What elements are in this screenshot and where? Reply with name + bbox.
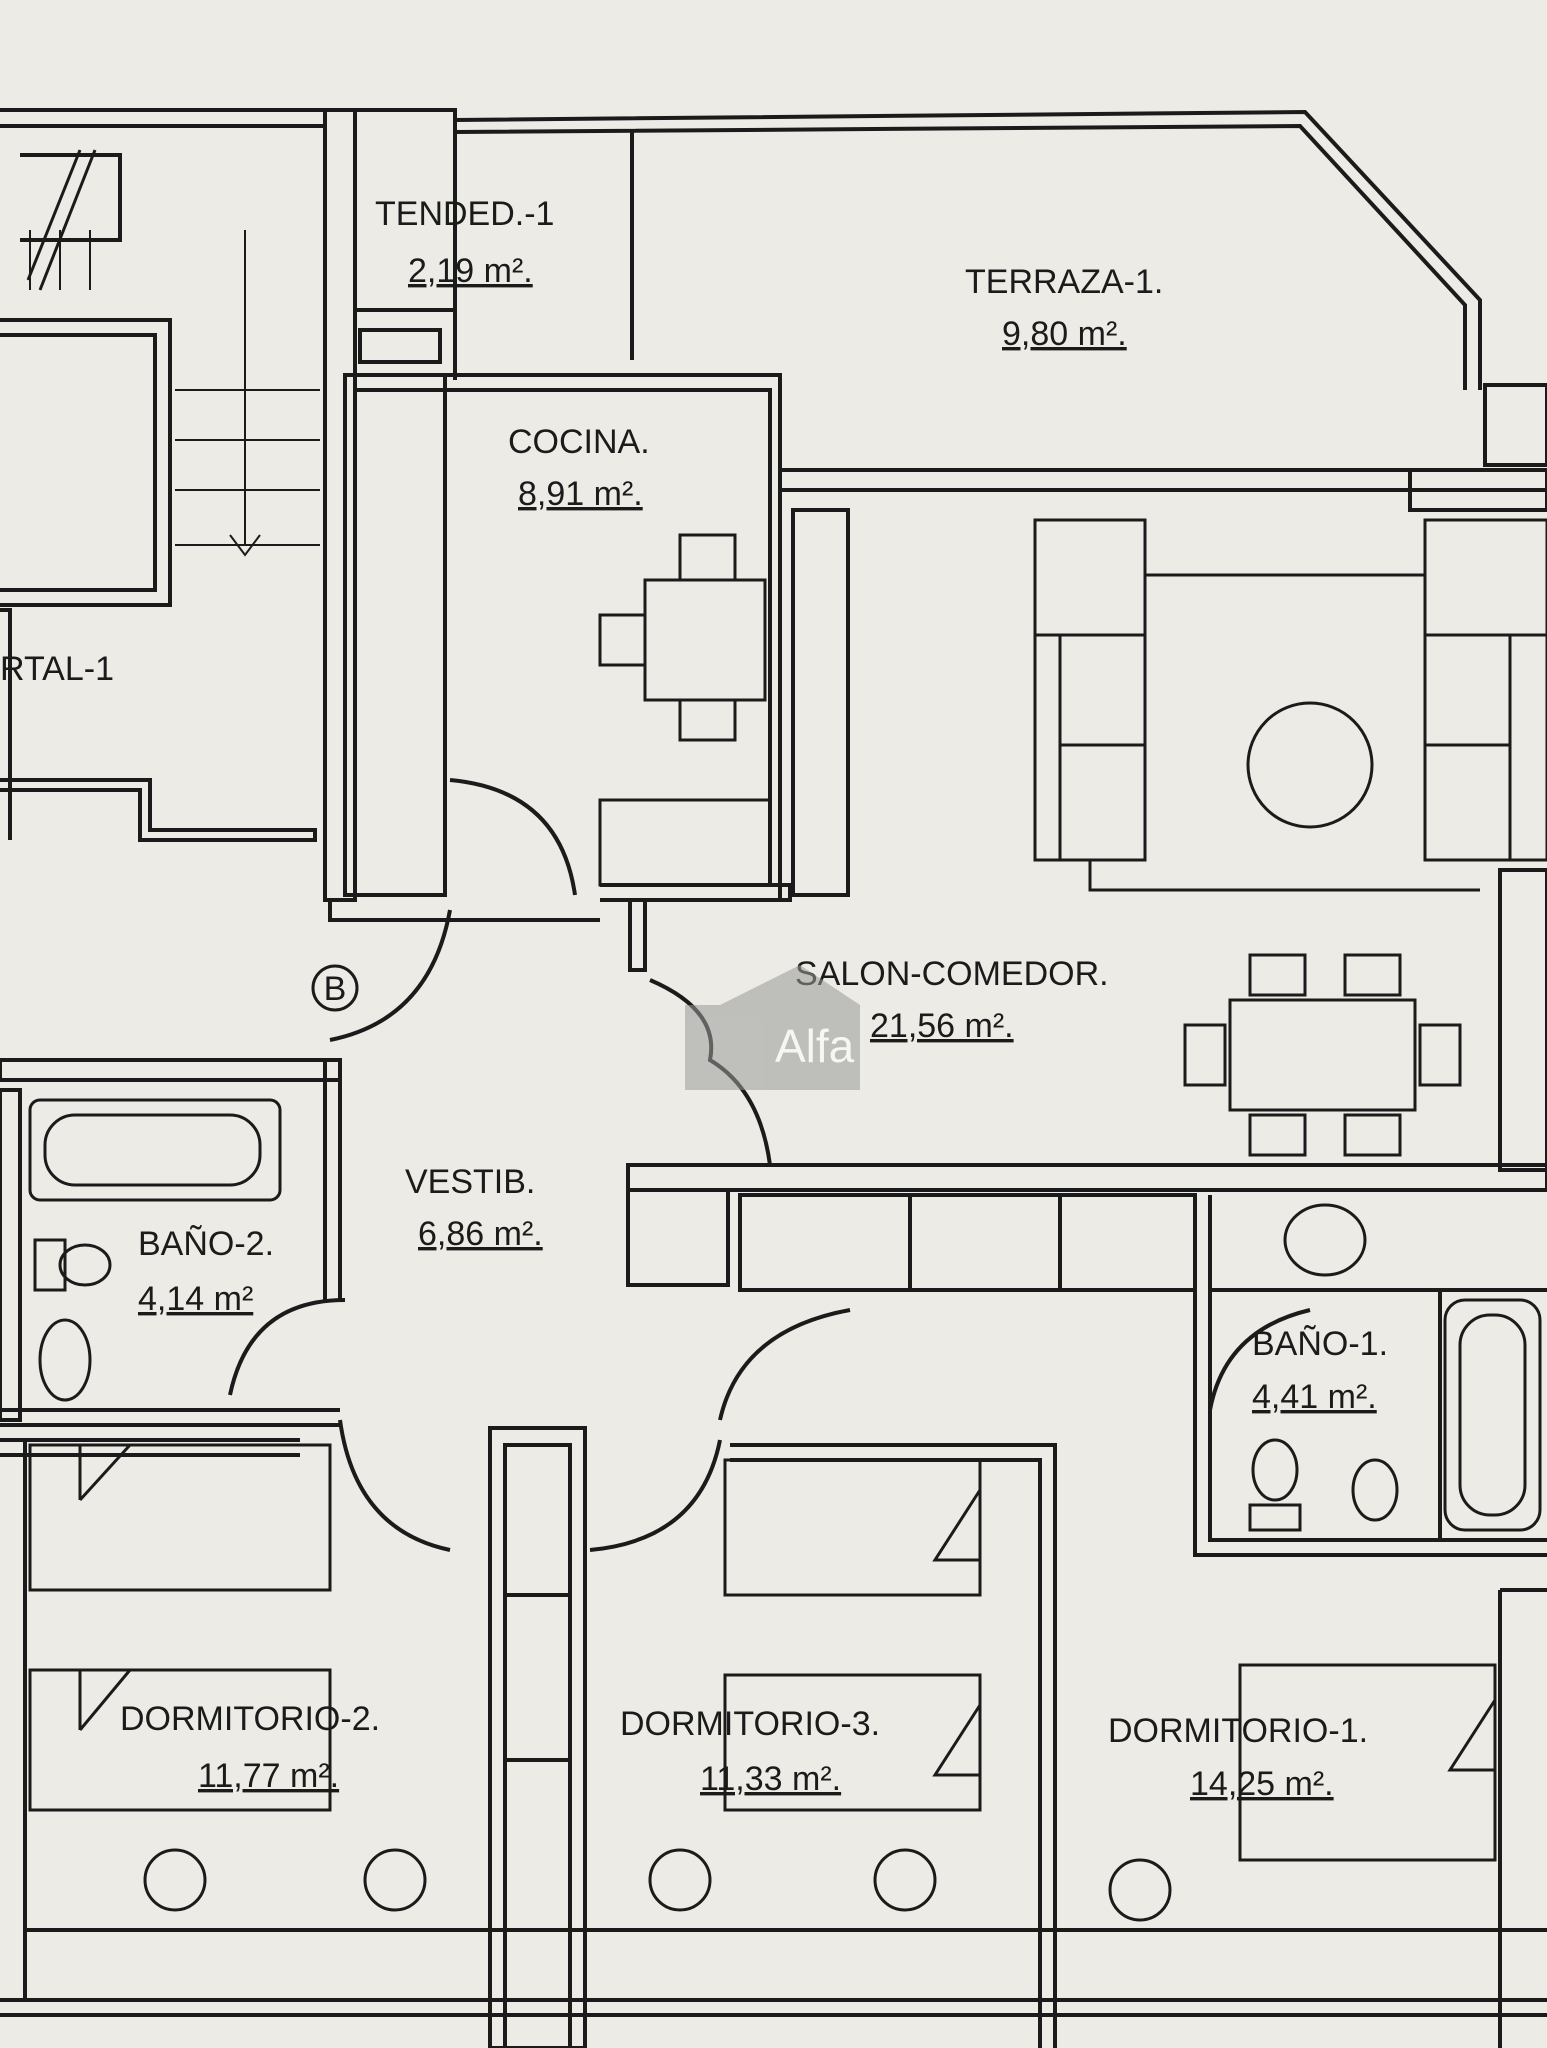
salon-area: 21,56 m². <box>870 1007 1014 1045</box>
tendedero-name: TENDED.-1 <box>375 195 554 233</box>
sink-2 <box>38 1318 92 1402</box>
furniture <box>28 518 1547 1922</box>
room-labels: TENDED.-1 2,19 m². TERRAZA-1. 9,80 m². C… <box>0 195 1388 1803</box>
coffee-table <box>1246 701 1374 829</box>
cocina-area: 8,91 m². <box>518 475 643 513</box>
vestibulo-name: VESTIB. <box>405 1163 535 1201</box>
dormitorio3-area: 11,33 m². <box>700 1760 841 1798</box>
door-bano1 <box>1208 1308 1311 1411</box>
bano1-area: 4,41 m². <box>1252 1378 1377 1416</box>
door-cocina <box>449 778 577 896</box>
bathtub-1 <box>1443 1298 1542 1532</box>
bathtub-2 <box>28 1098 282 1202</box>
dining-table <box>1228 998 1417 1112</box>
dormitorio3-name: DORMITORIO-3. <box>620 1705 880 1743</box>
dormitorio1-name: DORMITORIO-1. <box>1108 1712 1368 1750</box>
door-vestib-right <box>718 1308 851 1421</box>
bidet-1 <box>1351 1458 1399 1522</box>
tendedero-area: 2,19 m². <box>408 252 533 290</box>
bano2-name: BAÑO-2. <box>138 1225 274 1263</box>
dormitorio2-name: DORMITORIO-2. <box>120 1700 380 1738</box>
dormitorio1-area: 14,25 m². <box>1190 1765 1334 1803</box>
sofa-right <box>1423 518 1547 862</box>
sink-1 <box>1283 1203 1367 1277</box>
door-dorm3 <box>589 1439 722 1552</box>
cocina-name: COCINA. <box>508 423 650 461</box>
toilet-1 <box>1251 1438 1299 1502</box>
door-dorm2 <box>338 1419 451 1552</box>
bano1-name: BAÑO-1. <box>1252 1325 1388 1363</box>
section-marker: B <box>311 964 359 1012</box>
watermark-text: Alfa <box>775 1020 855 1072</box>
watermark-logo: Alfa <box>685 965 860 1090</box>
dormitorio2-area: 11,77 m². <box>198 1757 339 1795</box>
section-marker-label: B <box>324 970 347 1008</box>
terraza-area: 9,80 m². <box>1002 315 1127 353</box>
portal-name: RTAL-1 <box>0 650 114 688</box>
terraza-name: TERRAZA-1. <box>965 263 1163 301</box>
door-portal <box>329 909 452 1042</box>
bano2-area: 4,14 m² <box>138 1280 253 1318</box>
door-bano2 <box>228 1298 346 1396</box>
salon-name: SALON-COMEDOR. <box>795 955 1109 993</box>
vestibulo-area: 6,86 m². <box>418 1215 543 1253</box>
toilet-2 <box>58 1243 112 1287</box>
walls <box>0 108 1547 2048</box>
